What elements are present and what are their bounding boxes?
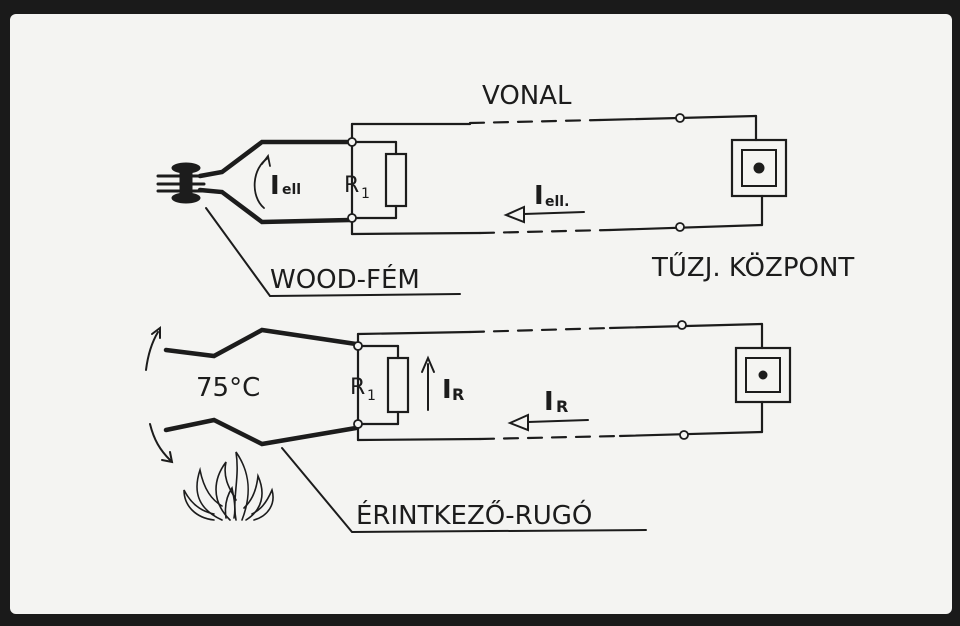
diagram-sheet [10, 14, 952, 614]
top-circuit-lower-wire-dashed [478, 228, 612, 235]
temperature-label: 75°C [196, 373, 260, 403]
top-terminal-left-lower [347, 213, 357, 223]
i-ell-left-arrow [253, 157, 269, 209]
contact-spring-lower [163, 417, 359, 447]
r1-top-subscript: 1 [361, 186, 370, 202]
vonal-label: VONAL [482, 81, 572, 111]
top-resistor-r1 [384, 152, 408, 208]
bottom-resistor-r1 [386, 356, 410, 414]
wood-metal-fuse [156, 162, 206, 204]
top-central-unit [730, 138, 788, 198]
i-r-line-label: I [544, 387, 554, 417]
bottom-terminal-left-upper [353, 341, 363, 351]
spring-bend-arrow-upper [145, 331, 159, 371]
bottom-circuit-lower-wire-dashed [478, 434, 622, 441]
erintkezo-rugo-leader [281, 447, 647, 534]
i-r-line-arrow-shaft [527, 419, 589, 423]
r1-top-label: R [344, 173, 359, 198]
top-terminal-left-upper [347, 137, 357, 147]
i-ell-line-label: I [534, 181, 544, 211]
i-r-line-arrowhead [507, 413, 529, 432]
bottom-circuit-upper-wire-dashed [468, 326, 612, 334]
i-ell-line-subscript: ell. [545, 194, 569, 210]
bottom-central-unit [734, 346, 792, 404]
flame-icon [183, 451, 274, 521]
r1-bottom-subscript: 1 [367, 388, 376, 404]
i-r-vertical-subscript: R [452, 385, 464, 404]
tuzj-kozpont-label: TŰZJ. KÖZPONT [651, 251, 854, 283]
i-ell-left-arrowhead [261, 153, 271, 167]
i-r-vertical-label: I [442, 375, 452, 405]
contact-spring-upper [163, 327, 359, 359]
bottom-terminal-left-lower [353, 419, 363, 429]
top-circuit-lower-wire [350, 231, 482, 236]
top-terminal-right-upper [675, 113, 685, 123]
i-ell-left-label: I [270, 171, 280, 201]
top-circuit-upper-wire-dashed [468, 118, 602, 125]
bottom-terminal-right-lower [679, 430, 689, 440]
wood-metal-lower-wire [197, 187, 353, 225]
bottom-circuit-lower-wire [356, 437, 482, 442]
i-ell-line-arrow-shaft [523, 211, 585, 215]
i-ell-line-arrowhead [503, 205, 525, 224]
top-terminal-right-lower [675, 222, 685, 232]
spring-bend-arrowhead-upper [151, 326, 161, 339]
bottom-terminal-right-upper [677, 320, 687, 330]
spring-bend-arrow-lower [149, 423, 171, 461]
bottom-circuit-upper-wire [356, 330, 472, 336]
r1-bottom-label: R [350, 375, 365, 400]
i-ell-left-subscript: ell [282, 182, 301, 198]
i-r-vertical-arrowhead [421, 355, 435, 373]
wood-fem-label: WOOD-FÉM [270, 263, 420, 295]
wood-metal-upper-wire [197, 139, 353, 179]
spring-bend-arrowhead-lower [161, 451, 174, 464]
i-r-line-subscript: R [556, 397, 568, 416]
wood-fem-leader [205, 207, 461, 298]
top-circuit-lower-wire-right [608, 223, 764, 232]
erintkezo-rugo-label: ÉRINTKEZŐ-RUGÓ [356, 499, 592, 531]
bottom-circuit-lower-wire-right [618, 430, 764, 438]
